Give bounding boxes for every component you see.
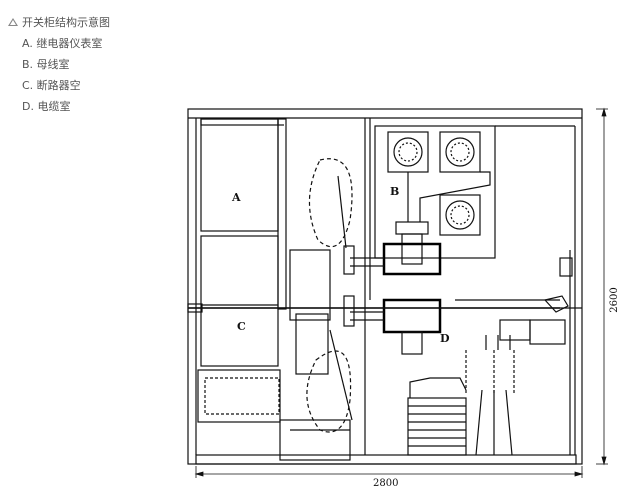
cabinet-frame — [187, 108, 583, 465]
triangle-icon — [8, 18, 18, 26]
compartment-c-label: C — [237, 320, 246, 333]
compartment-b-label: B — [390, 185, 399, 198]
legend-item-b: B. 母线室 — [22, 58, 70, 71]
legend-item-a: A. 继电器仪表室 — [22, 37, 103, 50]
compartment-a-box — [200, 118, 279, 232]
vt-stack — [407, 397, 467, 456]
legend-item-c: C. 断路器空 — [22, 79, 81, 92]
compartment-d-label: D — [440, 332, 450, 345]
compartment-b-box — [374, 125, 496, 259]
height-dimension: 2600 — [609, 287, 620, 312]
compartment-a-label: A — [231, 191, 241, 204]
legend-list: A. 继电器仪表室 B. 母线室 C. 断路器空 D. 电缆室 — [8, 33, 110, 117]
legend-title-text: 开关柜结构示意图 — [22, 16, 110, 29]
legend-panel: 开关柜结构示意图 A. 继电器仪表室 B. 母线室 C. 断路器空 D. 电缆室 — [8, 12, 110, 117]
legend-title: 开关柜结构示意图 — [8, 12, 110, 33]
width-dimension: 2800 — [373, 478, 398, 489]
compartment-c-box — [200, 235, 279, 367]
legend-item-d: D. 电缆室 — [22, 100, 71, 113]
